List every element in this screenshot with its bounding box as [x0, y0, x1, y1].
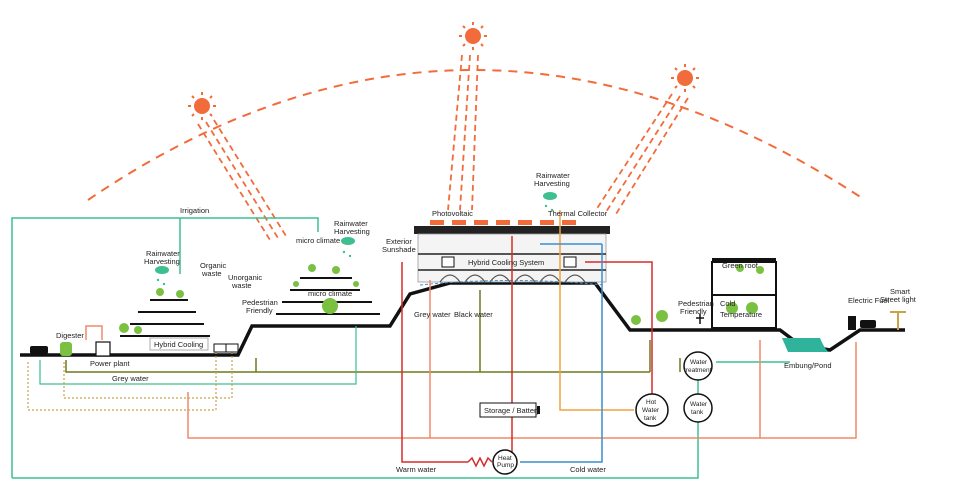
label-hybrid-cooling-left: Hybrid Cooling — [154, 340, 203, 349]
storage-line — [559, 210, 634, 411]
storage-battery-box — [479, 402, 537, 418]
central-building-roof — [414, 226, 610, 234]
elevator-right-icon — [563, 256, 577, 268]
sun-rays-right — [595, 93, 689, 215]
label-green-roof: Green roof — [722, 261, 759, 270]
cooling-air-flow — [419, 280, 605, 286]
arch-supports — [439, 274, 586, 283]
irrigation-line — [11, 217, 319, 478]
label-pedestrian-right-2: Friendly — [680, 307, 707, 316]
grey-water-line-2 — [39, 326, 357, 385]
label-black-water: Black water — [454, 310, 493, 319]
label-rainwater-mid-2: Harvesting — [334, 227, 370, 236]
power-supply-line-2 — [429, 280, 761, 438]
heat-pump — [492, 449, 518, 475]
car-icon — [30, 346, 48, 354]
label-grey-water-mid: Grey water — [414, 310, 451, 319]
cold-water-line — [520, 243, 603, 463]
cloud-icon — [155, 192, 557, 274]
digester-loop — [85, 325, 103, 340]
label-heat-pump: Heat — [498, 455, 512, 462]
sun-icon — [459, 22, 487, 50]
car-icon — [860, 320, 876, 328]
water-tank-return-line — [12, 422, 699, 479]
label-smart-street-light-2: Street light — [880, 295, 917, 304]
label-hybrid-cooling-system: Hybrid Cooling System — [468, 258, 544, 267]
label-digester: Digester — [56, 331, 84, 340]
tree-icon — [119, 264, 764, 334]
label-grey-water-bottom: Grey water — [112, 374, 149, 383]
water-treatment-tank — [683, 351, 713, 381]
label-irrigation: Irrigation — [180, 206, 209, 215]
label-rainwater-top-2: Harvesting — [534, 179, 570, 188]
label-power-plant: Power plant — [90, 359, 131, 368]
label-storage-battery: Storage / Battery — [484, 406, 541, 415]
power-plant-icon — [95, 341, 111, 357]
label-warm-water: Warm water — [396, 465, 437, 474]
elevator-left-icon — [441, 256, 455, 268]
sun-rays-left — [197, 119, 287, 241]
pyramid-building-left — [120, 299, 210, 337]
label-organic: Organic — [200, 261, 227, 270]
charger-icon — [848, 316, 856, 330]
grey-water-line — [65, 290, 681, 373]
organic-bin-icon — [213, 343, 227, 353]
label-micro-climate-top: micro climate — [296, 236, 340, 245]
biogas-dotted-line — [27, 352, 233, 411]
label-thermal-collector: Thermal Collector — [548, 209, 608, 218]
sun-rays-center — [447, 54, 479, 211]
label-pedestrian-left: Pedestrian — [242, 298, 278, 307]
label-water-treatment: Water — [690, 359, 708, 366]
heat-pump-coil — [467, 456, 493, 468]
label-rainwater-left-2: Harvesting — [144, 257, 180, 266]
digester-icon — [60, 342, 72, 356]
label-hot-water-2: Water — [642, 407, 660, 414]
hybrid-cooling-left-box — [149, 337, 209, 351]
hot-water-tank — [635, 393, 669, 427]
label-rainwater-top: Rainwater — [536, 171, 570, 180]
label-electric-fuel: Electric Fuel — [848, 296, 890, 305]
person-icon — [696, 314, 704, 324]
solar-panels — [430, 220, 576, 225]
label-water-treatment-2: treatment — [684, 367, 712, 374]
label-water-tank-2: tank — [691, 409, 704, 416]
label-photovoltaic: Photovoltaic — [432, 209, 473, 218]
label-pedestrian-right: Pedestrian — [678, 299, 714, 308]
label-water-tank: Water — [690, 401, 708, 408]
label-embung-pond: Embung/Pond — [784, 361, 832, 370]
sun-icon — [188, 92, 216, 120]
label-pedestrian-left-2: Friendly — [246, 306, 273, 315]
label-unorganic-2: waste — [231, 281, 252, 290]
label-hot-water: Hot — [646, 399, 656, 406]
sun-icon — [671, 64, 699, 92]
pond-to-treatment-line — [697, 361, 790, 396]
label-cold-temperature-2: Temperature — [720, 310, 762, 319]
label-heat-pump-2: Pump — [497, 462, 514, 469]
battery-icon — [537, 406, 540, 414]
label-micro-climate-mid: micro climate — [308, 289, 352, 298]
power-supply-line — [187, 342, 857, 439]
label-cold-temperature: Cold — [720, 299, 735, 308]
label-exterior-2: Sunshade — [382, 245, 416, 254]
label-cold-water: Cold water — [570, 465, 606, 474]
pond — [782, 338, 830, 352]
label-exterior: Exterior — [386, 237, 412, 246]
label-rainwater-mid: Rainwater — [334, 219, 368, 228]
label-smart-street-light: Smart — [890, 287, 911, 296]
label-hot-water-3: tank — [644, 415, 657, 422]
hot-water-line — [401, 236, 653, 463]
rain-drops — [156, 204, 554, 286]
label-rainwater-left: Rainwater — [146, 249, 180, 258]
unorganic-bin-icon — [225, 343, 239, 353]
water-tank — [683, 393, 713, 423]
label-organic-2: waste — [201, 269, 222, 278]
label-unorganic: Unorganic — [228, 273, 262, 282]
